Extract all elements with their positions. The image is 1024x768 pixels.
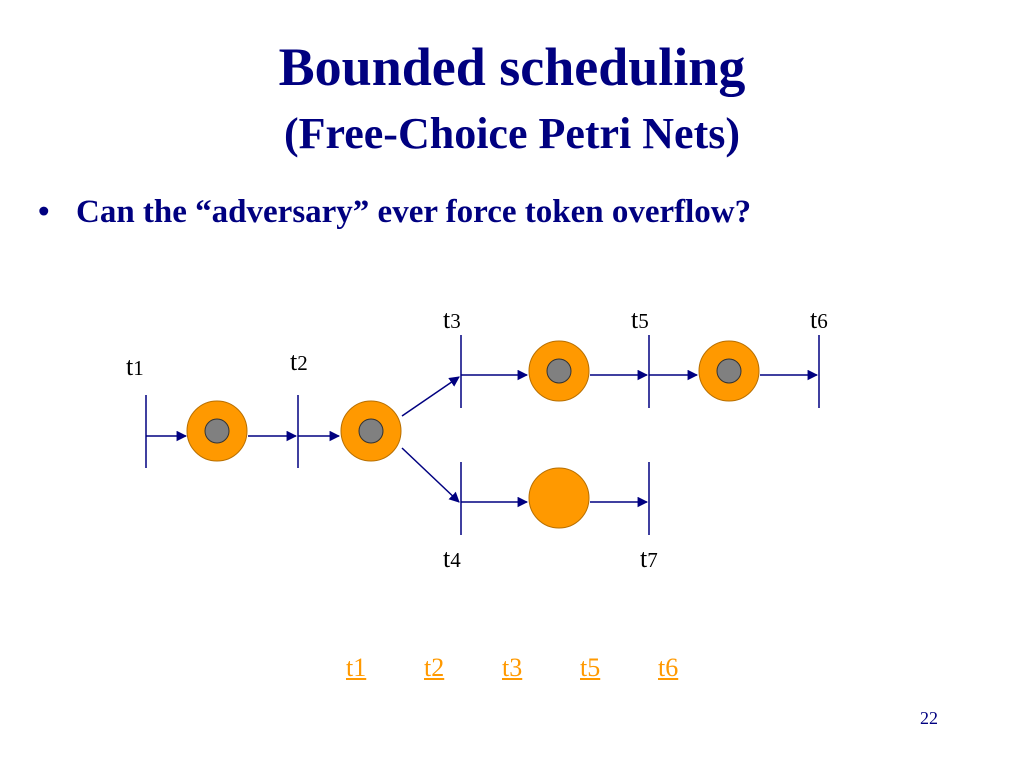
transition-label-t1: t1 — [126, 352, 144, 381]
transition-label-t6: t6 — [810, 305, 828, 334]
bullet-marker: • — [38, 194, 50, 230]
page-number: 22 — [920, 708, 938, 728]
arc-p2-t4 — [401, 447, 460, 503]
token-p3 — [546, 358, 572, 384]
transition-label-t7: t7 — [640, 544, 658, 573]
bullet-item: • Can the “adversary” ever force token ov… — [38, 190, 751, 234]
sequence-step-4: t5 — [580, 653, 601, 682]
firing-sequence: t1 t2 t3 t5 t6 — [0, 650, 1024, 690]
transition-label-t2: t2 — [290, 347, 308, 376]
bullet-text: Can the “adversary” ever force token ove… — [76, 194, 752, 230]
sequence-step-2: t2 — [424, 653, 445, 682]
place-p5 — [528, 467, 590, 529]
transition-label-t5: t5 — [631, 305, 649, 334]
arc-p2-t3 — [401, 376, 460, 417]
token-p1 — [204, 418, 230, 444]
transition-label-t3: t3 — [443, 305, 461, 334]
slide-title: Bounded scheduling — [278, 37, 746, 97]
sequence-step-1: t1 — [346, 653, 367, 682]
transition-label-t4: t4 — [443, 544, 461, 573]
token-p4 — [716, 358, 742, 384]
sequence-step-5: t6 — [658, 653, 679, 682]
sequence-step-3: t3 — [502, 653, 523, 682]
token-p2 — [358, 418, 384, 444]
slide-subtitle: (Free-Choice Petri Nets) — [283, 109, 741, 158]
